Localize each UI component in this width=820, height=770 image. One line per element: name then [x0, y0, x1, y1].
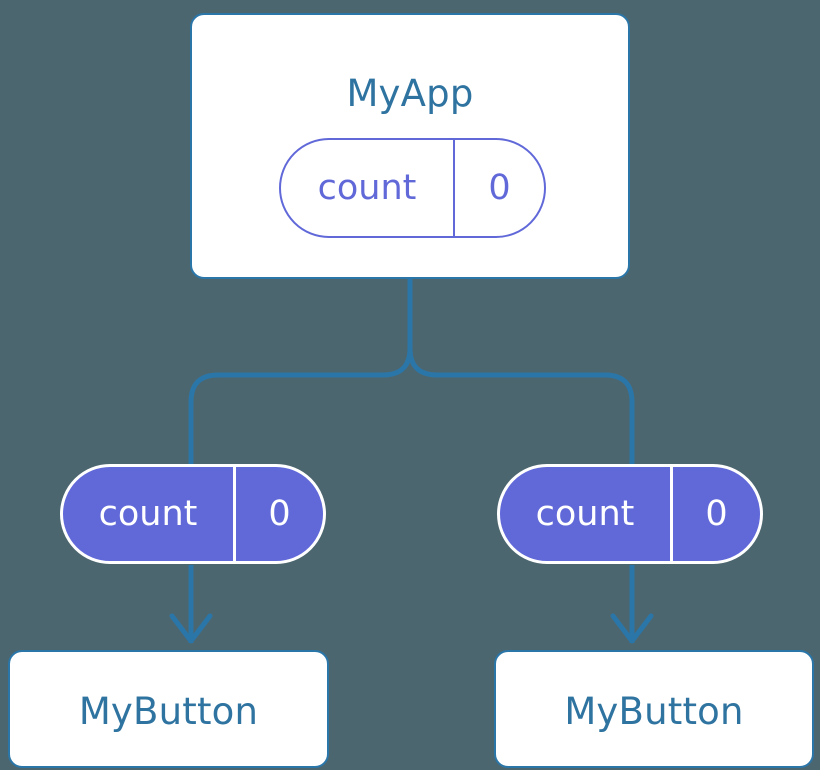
component-card-myapp[interactable]: MyApp count 0 [190, 13, 630, 279]
state-value-child-right: 0 [670, 467, 760, 561]
component-label-mybutton-left: MyButton [78, 690, 259, 733]
state-key-root: count [317, 168, 417, 208]
component-card-mybutton-right[interactable]: MyButton [494, 650, 814, 768]
branch-right [407, 347, 635, 464]
arrow-right-head [610, 613, 654, 644]
component-label-myapp: MyApp [346, 72, 474, 115]
component-card-mybutton-left[interactable]: MyButton [8, 650, 329, 768]
component-label-mybutton-right: MyButton [564, 690, 744, 733]
state-capsule-child-left[interactable]: count 0 [60, 464, 326, 564]
state-key-child-right: count [535, 494, 635, 534]
state-capsule-child-right[interactable]: count 0 [497, 464, 763, 564]
state-capsule-root[interactable]: count 0 [279, 138, 546, 238]
state-key-child-left: count [98, 494, 198, 534]
state-value-root: 0 [453, 140, 544, 236]
state-value-child-left: 0 [233, 467, 323, 561]
branch-left [188, 347, 413, 464]
arrow-left-head [169, 613, 213, 644]
